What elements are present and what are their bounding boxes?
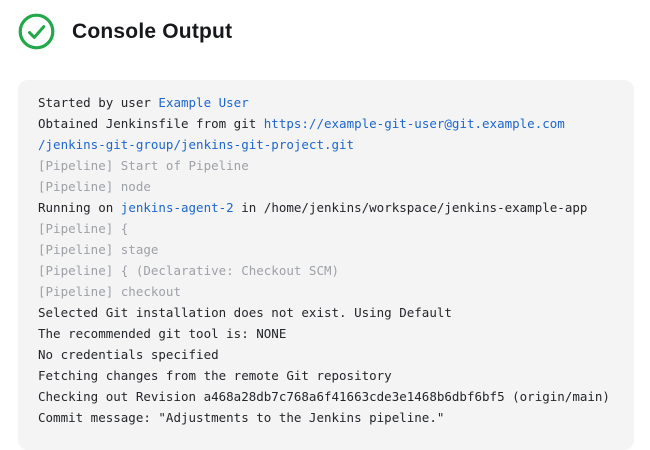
console-line: Fetching changes from the remote Git rep…: [38, 365, 614, 386]
console-text: Checking out Revision a468a28db7c768a6f4…: [38, 389, 610, 404]
console-text: Fetching changes from the remote Git rep…: [38, 368, 392, 383]
console-line: Started by user Example User: [38, 92, 614, 113]
console-text: Running on: [38, 200, 121, 215]
console-line: No credentials specified: [38, 344, 614, 365]
console-muted-text: [Pipeline] Start of Pipeline: [38, 158, 249, 173]
console-line: Checking out Revision a468a28db7c768a6f4…: [38, 386, 614, 407]
console-text: The recommended git tool is: NONE: [38, 326, 287, 341]
console-muted-text: [Pipeline] stage: [38, 242, 159, 257]
console-text: Obtained Jenkinsfile from git: [38, 116, 264, 131]
page-header: Console Output: [18, 13, 232, 50]
console-muted-text: [Pipeline] node: [38, 179, 151, 194]
console-line: [Pipeline] {: [38, 218, 614, 239]
console-text: Started by user: [38, 95, 159, 110]
console-line: /jenkins-git-group/jenkins-git-project.g…: [38, 134, 614, 155]
console-link[interactable]: https://example-git-user@git.example.com: [263, 116, 565, 131]
console-text: in /home/jenkins/workspace/jenkins-examp…: [233, 200, 588, 215]
console-line: Obtained Jenkinsfile from git https://ex…: [38, 113, 614, 134]
page-title: Console Output: [72, 19, 233, 43]
console-line: [Pipeline] { (Declarative: Checkout SCM): [38, 260, 614, 281]
console-line: Running on jenkins-agent-2 in /home/jenk…: [38, 197, 614, 218]
console-line: [Pipeline] stage: [38, 239, 614, 260]
console-link[interactable]: Example User: [158, 95, 249, 110]
console-link[interactable]: /jenkins-git-group/jenkins-git-project.g…: [38, 137, 355, 152]
console-link[interactable]: jenkins-agent-2: [120, 200, 234, 215]
console-muted-text: [Pipeline] checkout: [38, 284, 181, 299]
console-line: [Pipeline] Start of Pipeline: [38, 155, 614, 176]
console-text: Selected Git installation does not exist…: [38, 305, 452, 320]
console-line: Selected Git installation does not exist…: [38, 302, 614, 323]
console-text: Commit message: "Adjustments to the Jenk…: [38, 410, 445, 425]
console-muted-text: [Pipeline] { (Declarative: Checkout SCM): [38, 263, 340, 278]
console-line: [Pipeline] checkout: [38, 281, 614, 302]
console-line: Commit message: "Adjustments to the Jenk…: [38, 407, 614, 428]
console-line: The recommended git tool is: NONE: [38, 323, 614, 344]
console-text: No credentials specified: [38, 347, 219, 362]
console-muted-text: [Pipeline] {: [38, 221, 129, 236]
console-line: [Pipeline] node: [38, 176, 614, 197]
success-check-icon: [18, 13, 55, 50]
